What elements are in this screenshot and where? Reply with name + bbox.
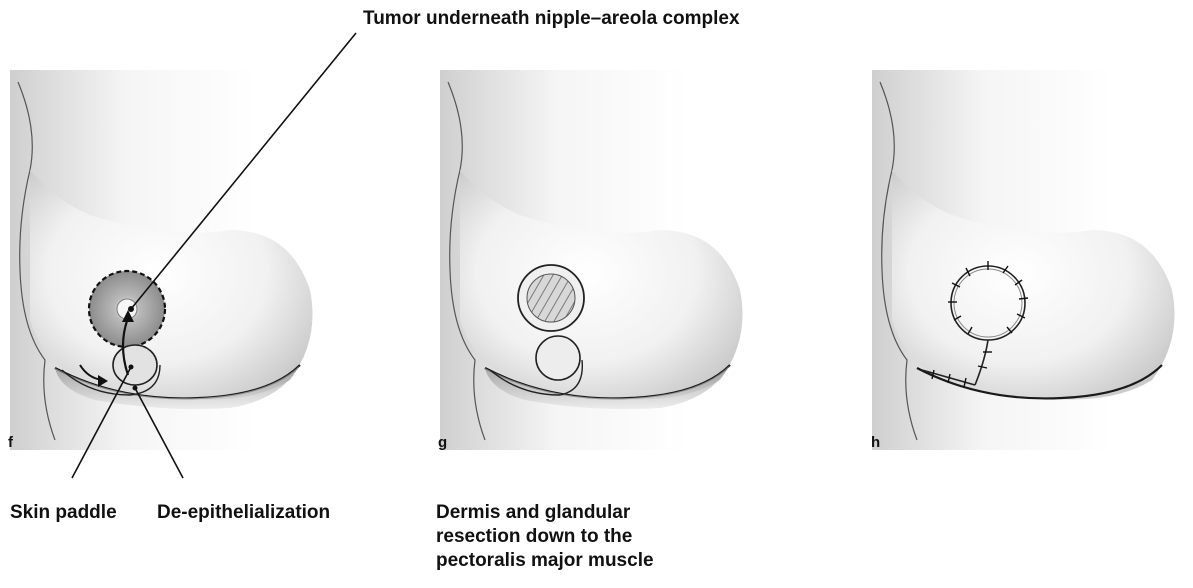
resection-label-line-3: pectoralis major muscle <box>436 549 654 573</box>
panel-f-illustration <box>10 70 340 450</box>
resection-label-line-2: resection down to the <box>436 525 632 549</box>
panel-f-skin-paddle <box>113 345 157 385</box>
panel-h-illustration <box>872 70 1192 450</box>
panel-g-letter: g <box>438 434 447 451</box>
tumor-label: Tumor underneath nipple–areola complex <box>363 7 740 31</box>
panel-g-illustration <box>440 70 770 450</box>
panel-f-letter: f <box>8 434 13 451</box>
skin-paddle-label: Skin paddle <box>10 501 117 525</box>
deepithelialization-label: De-epithelialization <box>157 501 330 525</box>
tumor-leader-dot <box>128 306 134 312</box>
skin-paddle-leader-dot <box>129 365 134 370</box>
panel-g-pectoralis-muscle <box>527 274 575 322</box>
deepithelialization-leader-dot <box>133 386 138 391</box>
resection-label-line-1: Dermis and glandular <box>436 501 630 525</box>
panel-h-letter: h <box>871 434 880 451</box>
panel-g-skin-paddle <box>536 336 580 380</box>
